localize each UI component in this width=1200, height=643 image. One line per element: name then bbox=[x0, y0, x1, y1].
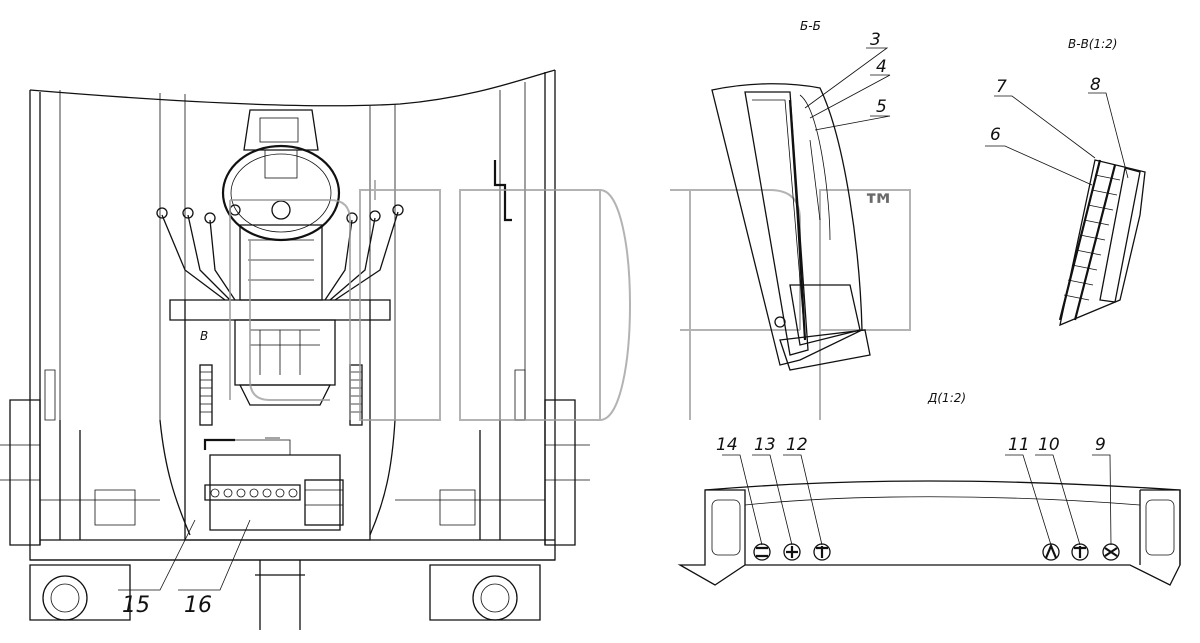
callout-15: 15 bbox=[122, 593, 150, 618]
section-vv-view: В-В(1:2) bbox=[1058, 37, 1146, 327]
section-label-bb: Б-Б bbox=[800, 19, 821, 33]
section-label-vv: В-В(1:2) bbox=[1068, 37, 1117, 51]
section-label-d: Д(1:2) bbox=[927, 391, 966, 405]
callout-8: 8 bbox=[1090, 75, 1101, 95]
watermark: ™ bbox=[229, 180, 911, 421]
callout-3: 3 bbox=[870, 30, 881, 50]
leader-lines bbox=[118, 47, 1129, 591]
callout-14: 14 bbox=[716, 435, 738, 455]
callout-12: 12 bbox=[786, 435, 808, 455]
callout-11: 11 bbox=[1008, 435, 1030, 455]
callout-13: 13 bbox=[754, 435, 776, 455]
trademark-symbol: ™ bbox=[862, 187, 896, 227]
callout-4: 4 bbox=[876, 57, 887, 77]
callout-16: 16 bbox=[184, 593, 212, 618]
callout-9: 9 bbox=[1095, 435, 1106, 455]
section-mark-b: В bbox=[200, 329, 208, 343]
callout-5: 5 bbox=[876, 97, 887, 117]
callout-6: 6 bbox=[990, 125, 1001, 145]
detail-d-view: Д(1:2) bbox=[677, 391, 1181, 586]
callout-10: 10 bbox=[1038, 435, 1060, 455]
main-view-cabin-floor: В bbox=[0, 69, 590, 630]
callout-7: 7 bbox=[996, 77, 1007, 97]
section-bb-view: Б-Б bbox=[711, 19, 871, 371]
callout-labels: 3 4 5 6 7 8 9 10 11 12 13 14 15 16 bbox=[122, 30, 1106, 618]
